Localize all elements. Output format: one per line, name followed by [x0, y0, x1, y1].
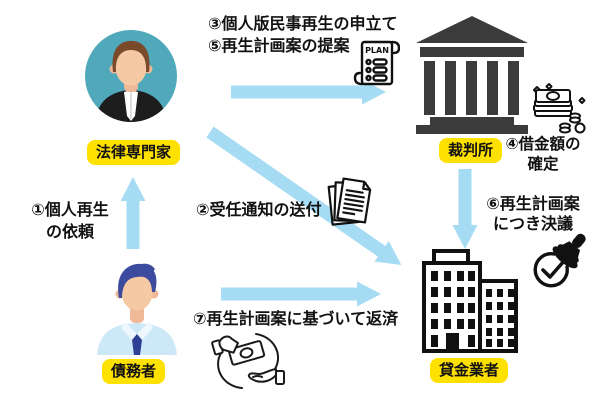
arrow-step1-up	[120, 177, 146, 249]
lawyer-avatar	[85, 30, 177, 122]
documents-stack-icon	[327, 177, 372, 226]
money-stack-icon	[533, 83, 586, 134]
plan-scroll-text: PLAN	[365, 46, 389, 55]
step-4-text-line2: 確定	[527, 155, 559, 173]
hand-giving-money-icon	[211, 333, 285, 389]
step-1-text-line1: ①個人再生	[31, 200, 109, 219]
lawyer-label: 法律専門家	[87, 140, 181, 165]
arrow-step7-right	[221, 281, 381, 307]
debtor-label: 債務者	[102, 359, 166, 384]
stamp-check-icon	[533, 233, 586, 288]
court-label: 裁判所	[439, 138, 503, 163]
step-7-text: ⑦再生計画案に基づいて返済	[193, 309, 399, 328]
step-3-text: ③個人版民事再生の申立て	[208, 14, 398, 33]
step-1-text-line2: の依頼	[45, 222, 94, 241]
step-4-text-block: ④借金額の 確定	[501, 134, 585, 174]
step-5-text: ⑤再生計画案の提案	[208, 36, 350, 55]
arrow-step2-diagonal	[206, 126, 402, 265]
step-6-text-line1: ⑥再生計画案	[486, 194, 580, 213]
step-2-text: ②受任通知の送付	[196, 200, 322, 219]
court-building-icon	[416, 16, 528, 134]
step-1-text-block: ①個人再生 の依頼	[22, 199, 118, 243]
arrow-step3-5-right	[231, 79, 386, 105]
step-6-text-block: ⑥再生計画案 につき決議	[481, 194, 585, 234]
step-6-text-line2: につき決議	[492, 214, 573, 233]
step-4-text-line1: ④借金額の	[505, 135, 581, 153]
debtor-avatar	[97, 263, 177, 355]
lender-building-icon	[422, 249, 518, 353]
lender-label: 貸金業者	[430, 358, 509, 383]
plan-scroll-icon: PLAN	[353, 40, 400, 86]
step-3-5-text-block: ③個人版民事再生の申立て ⑤再生計画案の提案	[208, 13, 398, 57]
arrow-step6-down	[452, 169, 478, 249]
